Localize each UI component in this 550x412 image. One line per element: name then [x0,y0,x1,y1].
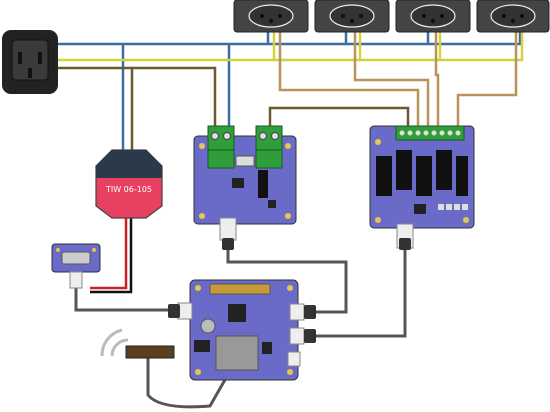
psu-label: TIW 06-105 [105,185,152,194]
single-relay-board [193,125,297,241]
power-outlet-1 [233,0,309,33]
wire-tan-3 [434,32,440,128]
iec-power-inlet [2,30,58,94]
power-outlet-3 [395,0,471,33]
cable-plugs [168,238,411,343]
cable-antenna [146,358,228,409]
wire-tan-4 [456,32,518,128]
wire-tan-1 [278,32,420,128]
wire-brown-main [55,66,134,152]
wire-brown-relay2 [268,106,410,132]
power-supply-module: TIW 06-105 [95,149,163,219]
power-outlet-4 [476,0,550,33]
four-relay-board [369,125,475,249]
wire-yellow-main [55,32,524,62]
wire-red [90,216,128,290]
cable-relay4-to-controller [312,248,407,338]
wifi-signal-icon [110,338,129,357]
mains-wiring [55,32,524,152]
wifi-antenna [100,328,175,359]
power-outlet-2 [314,0,390,33]
serial-adapter-board [51,243,101,289]
wire-brown-relay [132,66,217,132]
wire-tan-2 [353,32,430,128]
wire-black [90,216,133,294]
wire-blue-main [55,32,522,46]
data-cables [74,240,407,409]
cable-relay1-to-controller [226,240,348,314]
psu-dc-wires [90,216,133,294]
cable-rs232-to-controller [74,288,178,312]
main-controller-board [177,279,305,381]
